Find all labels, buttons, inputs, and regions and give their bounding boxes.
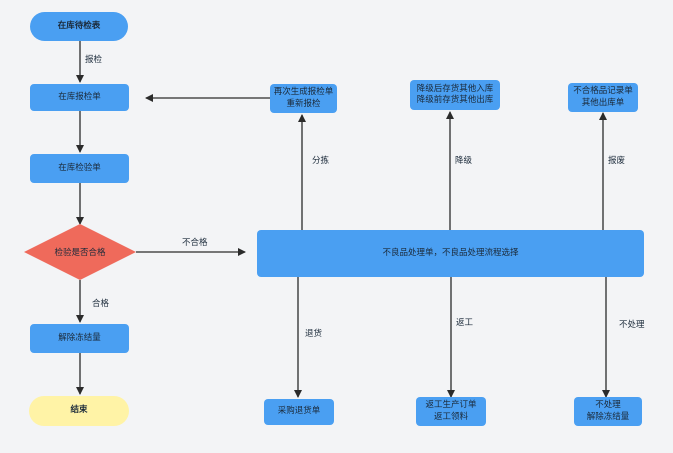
scrap-line-2: 其他出库单 (581, 97, 625, 108)
downgrade-line-2: 降级前存货其他出库 (416, 95, 494, 105)
purchase-return-node: 采购退货单 (264, 399, 334, 425)
edge-label-return: 退货 (305, 329, 323, 339)
no-process-node: 不处理解除冻结量 (574, 397, 642, 426)
no-process-line-1: 不处理 (595, 400, 621, 411)
rework-line-1: 返工生产订单 (425, 400, 477, 411)
edge-label-report: 报检 (85, 55, 103, 65)
rework-node: 返工生产订单返工领料 (416, 397, 486, 426)
defect-process-node: 不良品处理单，不良品处理流程选择 (257, 230, 644, 277)
edge-label-pass: 合格 (92, 299, 110, 309)
rework-line-2: 返工领料 (433, 411, 468, 422)
decision-diamond (24, 224, 136, 280)
scrap-node: 不合格品记录单其他出库单 (568, 83, 638, 112)
decision-label: 检验是否合格 (54, 248, 106, 258)
inspect-check-node: 在库检验单 (30, 154, 129, 183)
inspect-report-node: 在库报检单 (30, 84, 129, 111)
edge-label-no-process: 不处理 (619, 320, 645, 330)
reinspect-node: 再次生成报检单重新报检 (270, 84, 337, 113)
reinspect-line-1: 再次生成报检单 (273, 87, 334, 98)
edge-label-scrap: 报废 (608, 156, 626, 166)
downgrade-node: 降级后存货其他入库降级前存货其他出库 (410, 80, 500, 110)
edge-label-rework: 返工 (456, 318, 474, 328)
scrap-line-1: 不合格品记录单 (573, 86, 633, 97)
no-process-line-2: 解除冻结量 (586, 411, 630, 422)
edge-label-downgrade: 降级 (455, 156, 473, 166)
unfreeze-node: 解除冻结量 (30, 324, 129, 353)
reinspect-line-2: 重新报检 (286, 98, 321, 109)
start-node: 在库待检表 (30, 12, 128, 41)
edge-label-fail: 不合格 (182, 238, 208, 248)
edge-label-sort: 分拣 (312, 156, 330, 166)
end-node: 结束 (29, 396, 129, 426)
downgrade-line-1: 降级后存货其他入库 (416, 83, 494, 94)
